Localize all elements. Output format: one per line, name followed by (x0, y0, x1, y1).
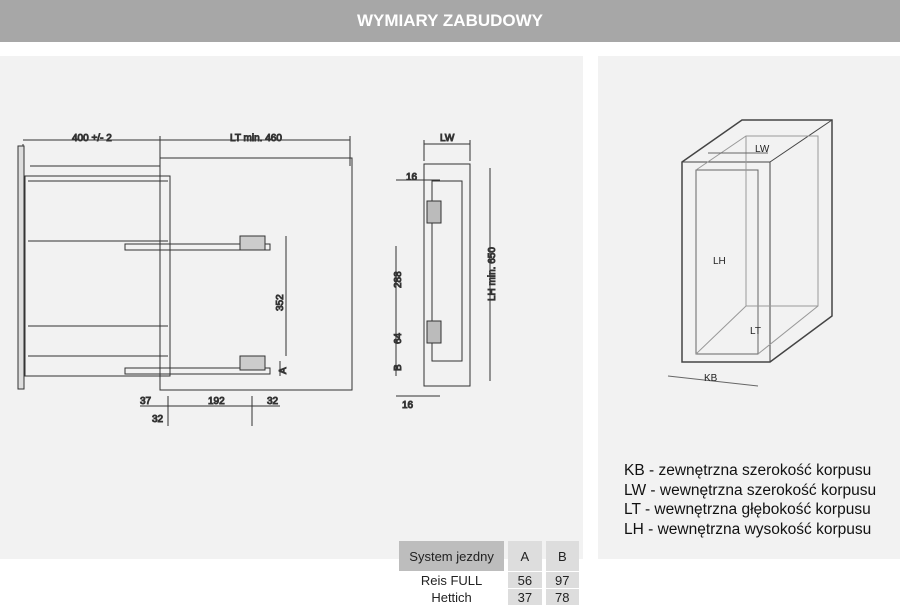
cabinet-drawing (667, 119, 833, 387)
cabinet-label-lt: LT (750, 326, 761, 337)
dim-height: 352 (275, 294, 286, 311)
legend-item-lw: LW - wewnętrzna szerokość korpusu (624, 481, 877, 499)
table-cell: 97 (545, 572, 579, 588)
table-header: B (545, 541, 579, 571)
table-cell: Reis FULL (420, 572, 483, 588)
table-header: A (508, 541, 542, 571)
dim-16-top: 16 (406, 172, 418, 183)
dim-32a: 32 (152, 414, 164, 425)
dim-b: B (393, 364, 404, 371)
side-view-drawing (17, 136, 353, 426)
dim-32b: 32 (267, 396, 279, 407)
table-cell: 56 (508, 572, 542, 588)
dim-lh: LH min. 650 (487, 247, 498, 301)
cabinet-panel: LW LH LT KB (598, 56, 900, 559)
legend-item-lt: LT - wewnętrzna głębokość korpusu (624, 501, 871, 518)
dim-lw-front: LW (440, 133, 455, 144)
table-header: System jezdny (399, 541, 505, 571)
dim-depth: LT min. 460 (230, 133, 282, 144)
legend-item-lh: LH - wewnętrzna wysokość korpusu (624, 520, 872, 538)
table-cell: Hettich (431, 589, 472, 605)
cabinet-label-lh: LH (713, 256, 726, 267)
legend-item-kb: KB - zewnętrzna szerokość korpusu (624, 462, 872, 479)
dim-192: 192 (208, 396, 225, 407)
cabinet-label-kb: KB (704, 373, 718, 384)
dim-288: 288 (393, 271, 404, 288)
dim-width: 400 +/- 2 (72, 133, 112, 144)
drawings-panel: 400 +/- 2 LT min. 460 352 A 37 32 192 32… (0, 56, 583, 605)
cabinet-labels: LW LH LT KB (704, 144, 770, 384)
table-cell: 78 (545, 589, 579, 605)
dimension-legend: KB - zewnętrzna szerokość korpusu LW - w… (624, 461, 876, 539)
technical-drawing: 400 +/- 2 LT min. 460 352 A 37 32 192 32… (17, 133, 499, 426)
section-header: WYMIARY ZABUDOWY (0, 0, 900, 42)
dim-37: 37 (140, 396, 152, 407)
table-cell: 37 (508, 589, 542, 605)
front-view-drawing (395, 140, 491, 397)
dim-64: 64 (393, 332, 404, 344)
dim-16-bottom: 16 (402, 400, 414, 411)
dim-a: A (278, 367, 289, 374)
cabinet-label-lw: LW (755, 144, 770, 155)
